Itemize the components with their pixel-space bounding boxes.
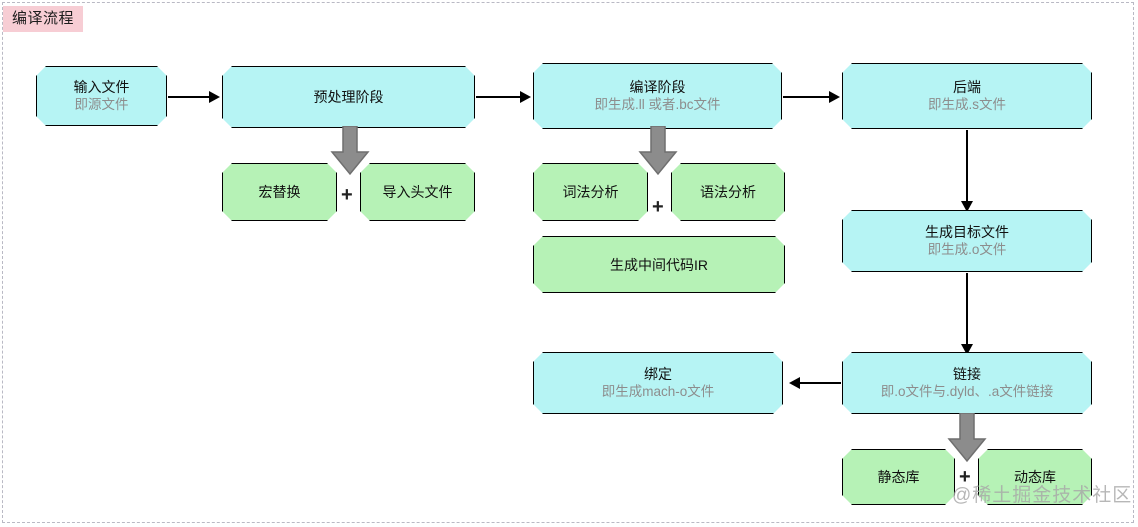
connector-preprocess-to-compile bbox=[476, 96, 526, 98]
node-syntax-analysis[interactable]: 语法分析 bbox=[671, 163, 785, 221]
node-input-file-subtitle: 即源文件 bbox=[74, 97, 129, 112]
node-generate-ir-title: 生成中间代码IR bbox=[610, 256, 708, 273]
connector-backend-to-object bbox=[966, 130, 968, 205]
node-backend-title: 后端 bbox=[953, 79, 981, 95]
node-preprocess[interactable]: 预处理阶段 bbox=[222, 66, 475, 128]
node-link-subtitle: 即.o文件与.dyld、.a文件链接 bbox=[880, 384, 1054, 399]
node-backend[interactable]: 后端 即生成.s文件 bbox=[842, 63, 1092, 129]
node-bind-subtitle: 即生成mach-o文件 bbox=[601, 384, 715, 399]
watermark-text: @稀土掘金技术社区 bbox=[952, 485, 1133, 506]
node-generate-object-file-title: 生成目标文件 bbox=[925, 224, 1009, 240]
node-input-file-title: 输入文件 bbox=[73, 79, 130, 95]
node-dynamic-library-title: 动态库 bbox=[1014, 469, 1056, 485]
node-import-header[interactable]: 导入头文件 bbox=[360, 163, 475, 221]
node-link-title: 链接 bbox=[953, 366, 981, 382]
arrowhead-compile-to-backend bbox=[829, 91, 840, 103]
plus-sign-preprocess: + bbox=[341, 184, 353, 206]
node-compile-stage-title: 编译阶段 bbox=[629, 79, 686, 95]
node-syntax-analysis-title: 语法分析 bbox=[700, 184, 756, 200]
arrowhead-backend-to-object bbox=[961, 201, 973, 212]
connector-link-to-bind bbox=[793, 382, 841, 384]
node-compile-stage-subtitle: 即生成.ll 或者.bc文件 bbox=[594, 97, 721, 112]
node-input-file[interactable]: 输入文件 即源文件 bbox=[36, 66, 167, 126]
plus-sign-link: + bbox=[959, 466, 971, 488]
block-arrow-compile-down bbox=[638, 126, 678, 176]
arrowhead-link-to-bind bbox=[789, 377, 800, 389]
node-preprocess-title: 预处理阶段 bbox=[313, 89, 384, 105]
node-backend-subtitle: 即生成.s文件 bbox=[927, 97, 1006, 112]
connector-input-to-preprocess bbox=[168, 96, 215, 98]
node-static-library[interactable]: 静态库 bbox=[842, 449, 955, 505]
plus-sign-compile: + bbox=[652, 196, 664, 218]
node-bind[interactable]: 绑定 即生成mach-o文件 bbox=[533, 352, 783, 414]
node-import-header-title: 导入头文件 bbox=[382, 184, 453, 200]
block-arrow-link-down bbox=[947, 413, 987, 463]
node-generate-object-file[interactable]: 生成目标文件 即生成.o文件 bbox=[842, 210, 1092, 272]
node-lexical-analysis-title: 词法分析 bbox=[562, 184, 619, 200]
arrowhead-preprocess-to-compile bbox=[520, 91, 531, 103]
node-generate-ir[interactable]: 生成中间代码IR bbox=[533, 236, 785, 293]
node-generate-object-file-subtitle: 即生成.o文件 bbox=[927, 242, 1007, 257]
connector-object-to-link bbox=[966, 273, 968, 348]
arrowhead-input-to-preprocess bbox=[209, 91, 220, 103]
node-link[interactable]: 链接 即.o文件与.dyld、.a文件链接 bbox=[842, 352, 1092, 414]
node-static-library-title: 静态库 bbox=[877, 469, 920, 485]
node-bind-title: 绑定 bbox=[644, 366, 672, 382]
node-lexical-analysis[interactable]: 词法分析 bbox=[533, 163, 648, 221]
diagram-title-badge: 编译流程 bbox=[3, 6, 84, 32]
connector-compile-to-backend bbox=[783, 96, 835, 98]
node-compile-stage[interactable]: 编译阶段 即生成.ll 或者.bc文件 bbox=[533, 63, 782, 129]
node-macro-substitution[interactable]: 宏替换 bbox=[222, 163, 337, 221]
arrowhead-object-to-link bbox=[961, 344, 973, 355]
block-arrow-preprocess-down bbox=[330, 126, 370, 176]
node-macro-substitution-title: 宏替换 bbox=[258, 184, 301, 200]
node-dynamic-library[interactable]: 动态库 bbox=[978, 449, 1092, 505]
